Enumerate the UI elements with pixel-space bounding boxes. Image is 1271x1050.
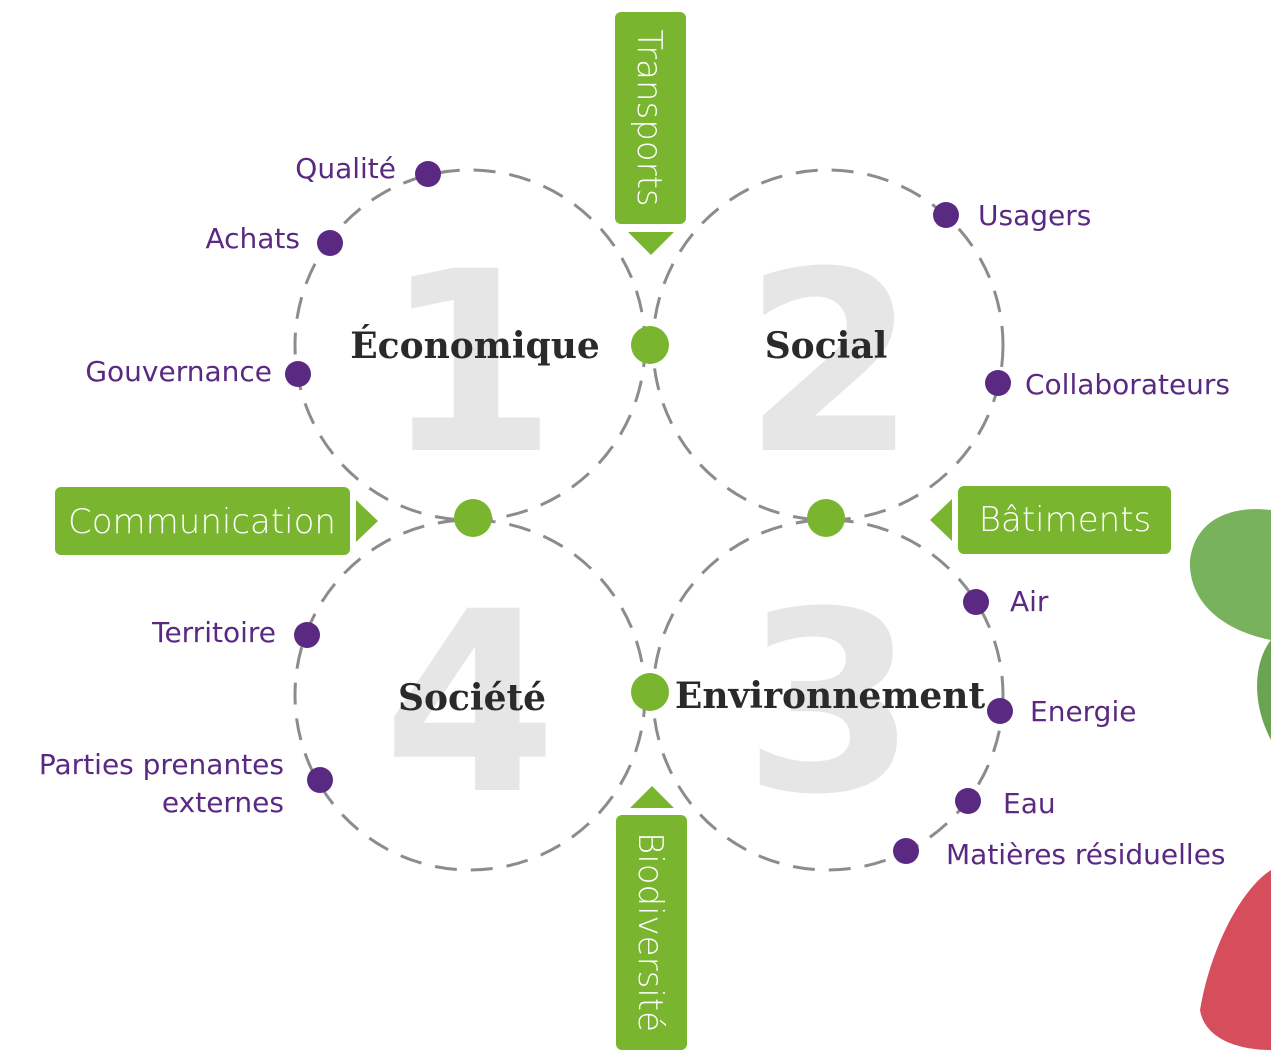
label-usagers: Usagers <box>978 199 1091 232</box>
intersection-dot-top <box>631 326 669 364</box>
arrow-transports: Transports <box>615 12 686 255</box>
dot-qualite <box>415 161 441 187</box>
pillar-title-society: Société <box>398 677 546 719</box>
pillar-title-economic: Économique <box>350 325 600 367</box>
pillar-title-social: Social <box>765 325 888 367</box>
arrow-communication-box <box>55 487 350 555</box>
pillar-number-3: 3 <box>743 558 917 849</box>
intersection-dot-right <box>807 499 845 537</box>
dot-parties-prenantes <box>307 767 333 793</box>
label-matieres: Matières résiduelles <box>946 838 1226 871</box>
arrow-transports-box <box>615 12 686 224</box>
dot-gouvernance <box>285 361 311 387</box>
arrow-batiments-box <box>958 486 1171 554</box>
label-eau: Eau <box>1003 787 1056 820</box>
arrow-batiments-tip <box>930 499 952 541</box>
intersection-dots <box>454 326 845 711</box>
arrow-biodiversite: Biodiversité <box>616 786 687 1050</box>
dot-collaborateurs <box>985 370 1011 396</box>
arrow-transports-tip <box>628 232 674 255</box>
label-energie: Energie <box>1030 695 1136 728</box>
green-blob-middle <box>1257 640 1271 740</box>
dot-usagers <box>933 202 959 228</box>
label-gouvernance: Gouvernance <box>85 355 272 388</box>
arrow-communication-label: Communication <box>68 502 336 542</box>
arrow-communication-tip <box>356 500 378 542</box>
decorative-blobs <box>1189 509 1271 1050</box>
red-blob <box>1200 870 1271 1050</box>
intersection-dot-left <box>454 499 492 537</box>
label-parties-line1: Parties prenantes <box>39 748 284 781</box>
label-collaborateurs: Collaborateurs <box>1025 368 1230 401</box>
label-air: Air <box>1010 585 1049 618</box>
dot-territoire <box>294 622 320 648</box>
arrow-biodiversite-label: Biodiversité <box>630 832 670 1032</box>
arrow-batiments: Bâtiments <box>930 486 1171 554</box>
intersection-dot-bottom <box>631 673 669 711</box>
green-blob-top <box>1189 509 1271 640</box>
arrow-biodiversite-tip <box>630 786 674 808</box>
dot-achats <box>317 230 343 256</box>
label-achats: Achats <box>205 222 300 255</box>
label-qualite: Qualité <box>295 152 396 185</box>
arrow-biodiversite-box <box>616 815 687 1050</box>
arrow-communication: Communication <box>55 487 378 555</box>
dot-eau <box>955 788 981 814</box>
label-territoire: Territoire <box>151 616 276 649</box>
pillar-title-environment: Environnement <box>675 675 986 717</box>
arrow-batiments-label: Bâtiments <box>979 500 1152 540</box>
pillar-number-4: 4 <box>383 558 557 849</box>
dot-matieres <box>893 838 919 864</box>
dot-air <box>963 589 989 615</box>
label-parties-line2: externes <box>162 786 284 819</box>
dot-energie <box>987 698 1013 724</box>
arrow-transports-label: Transports <box>629 29 669 206</box>
topic-dots <box>285 161 1013 864</box>
pillar-number-1: 1 <box>383 218 557 509</box>
pillar-number-2: 2 <box>743 218 917 509</box>
